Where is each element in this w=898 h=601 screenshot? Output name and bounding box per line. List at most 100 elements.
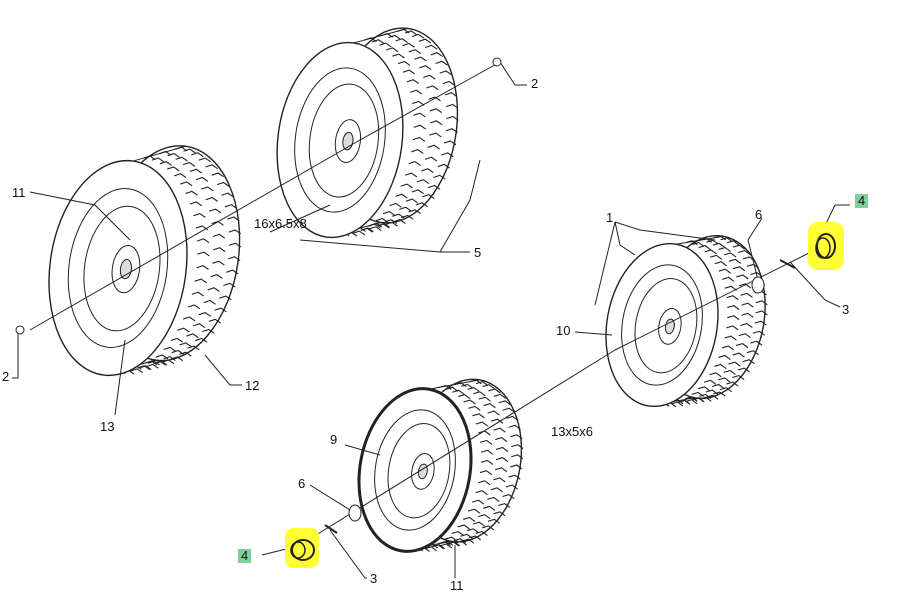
tread-block — [482, 505, 496, 511]
callout-3-right: 3 — [842, 302, 850, 317]
bolt-icon — [492, 57, 502, 67]
tread-block — [478, 480, 491, 486]
tread-block — [475, 490, 488, 496]
tread-block — [395, 193, 408, 199]
tread-block — [726, 381, 739, 387]
tread-block — [723, 252, 737, 258]
tread-block — [468, 405, 481, 411]
tread-block — [737, 367, 750, 373]
tread-block — [445, 386, 459, 392]
tread-block — [712, 242, 725, 248]
rear-tire-size: 16x6.5x8 — [254, 216, 307, 231]
callout-4-left[interactable]: 4 — [238, 549, 252, 563]
tread-block — [405, 198, 419, 204]
tread-block — [195, 176, 209, 182]
tread-block — [386, 47, 399, 53]
callout-4-right[interactable]: 4 — [855, 194, 869, 208]
axle-hole — [664, 318, 675, 335]
tread-block — [189, 201, 203, 207]
tread-block — [227, 216, 240, 222]
tread-block — [724, 285, 737, 291]
rear-left-tire — [48, 145, 242, 377]
leader-line — [344, 444, 381, 456]
rim-inner — [308, 83, 380, 198]
tread-block — [494, 467, 508, 473]
tire-sidewall — [48, 159, 188, 377]
washer-icon — [751, 276, 765, 294]
tread-block — [718, 377, 731, 383]
callout-6-right: 6 — [755, 207, 763, 222]
tread-block — [228, 256, 241, 261]
tread-block — [371, 39, 385, 45]
callout-13: 13 — [100, 419, 115, 434]
tread-block — [508, 474, 521, 480]
tread-block — [226, 269, 239, 275]
tread-block — [201, 186, 214, 192]
tread-block — [212, 260, 225, 266]
tread-block — [411, 149, 424, 154]
tread-block — [508, 424, 521, 430]
tread-block — [208, 318, 222, 324]
tread-block — [411, 189, 425, 195]
tread-block — [495, 437, 508, 443]
rim-outer — [621, 264, 703, 386]
tread-block — [719, 387, 733, 393]
tread-block — [395, 38, 408, 43]
tread-block — [194, 278, 207, 284]
tread-block — [364, 37, 377, 43]
tread-block — [163, 356, 176, 361]
tread-block — [732, 374, 745, 381]
tread-block — [481, 525, 495, 531]
tread-block — [429, 132, 442, 138]
tread-block — [429, 108, 443, 114]
tread-block — [361, 227, 374, 233]
tread-block — [153, 360, 166, 366]
tread-block — [170, 356, 184, 362]
leader-line — [594, 221, 616, 306]
tread-block — [441, 152, 454, 158]
tread-block — [732, 244, 745, 250]
tread-block — [742, 359, 755, 365]
tread-block — [408, 161, 421, 166]
tread-block — [182, 316, 196, 322]
tread-block — [402, 42, 415, 48]
tread-block — [458, 394, 471, 400]
tread-block — [399, 206, 412, 212]
tread-block — [163, 346, 176, 352]
tread-block — [473, 391, 486, 397]
tread-block — [718, 268, 732, 274]
tread-block — [408, 49, 422, 54]
tread-block — [735, 343, 749, 349]
tread-block — [720, 237, 733, 243]
tread-block — [404, 30, 418, 36]
tread-block — [439, 543, 453, 549]
tread-block — [511, 454, 524, 460]
tread-block — [147, 360, 160, 366]
tire-sidewall — [276, 41, 404, 239]
tread-block — [718, 246, 731, 252]
tread-block — [430, 52, 443, 58]
callout-1: 1 — [606, 210, 614, 225]
tread-block — [377, 222, 391, 228]
tread-block — [414, 56, 427, 62]
tread-block — [724, 335, 737, 341]
tread-block — [186, 333, 199, 339]
tread-block — [755, 300, 768, 306]
rear-axle-line — [29, 139, 361, 331]
tread-block — [467, 508, 481, 514]
tread-block — [728, 258, 742, 264]
tread-block — [732, 352, 745, 358]
tread-block — [490, 418, 504, 424]
tread-block — [352, 230, 366, 236]
tread-block — [444, 92, 458, 97]
tread-block — [143, 155, 156, 161]
leader-line — [614, 221, 716, 241]
tread-block — [221, 192, 234, 198]
tread-block — [472, 521, 486, 527]
tread-block — [170, 337, 184, 343]
rim-inner — [83, 205, 161, 332]
tread-block — [207, 287, 220, 293]
tread-block — [505, 415, 519, 421]
tread-block — [175, 156, 188, 162]
tread-block — [419, 65, 432, 71]
